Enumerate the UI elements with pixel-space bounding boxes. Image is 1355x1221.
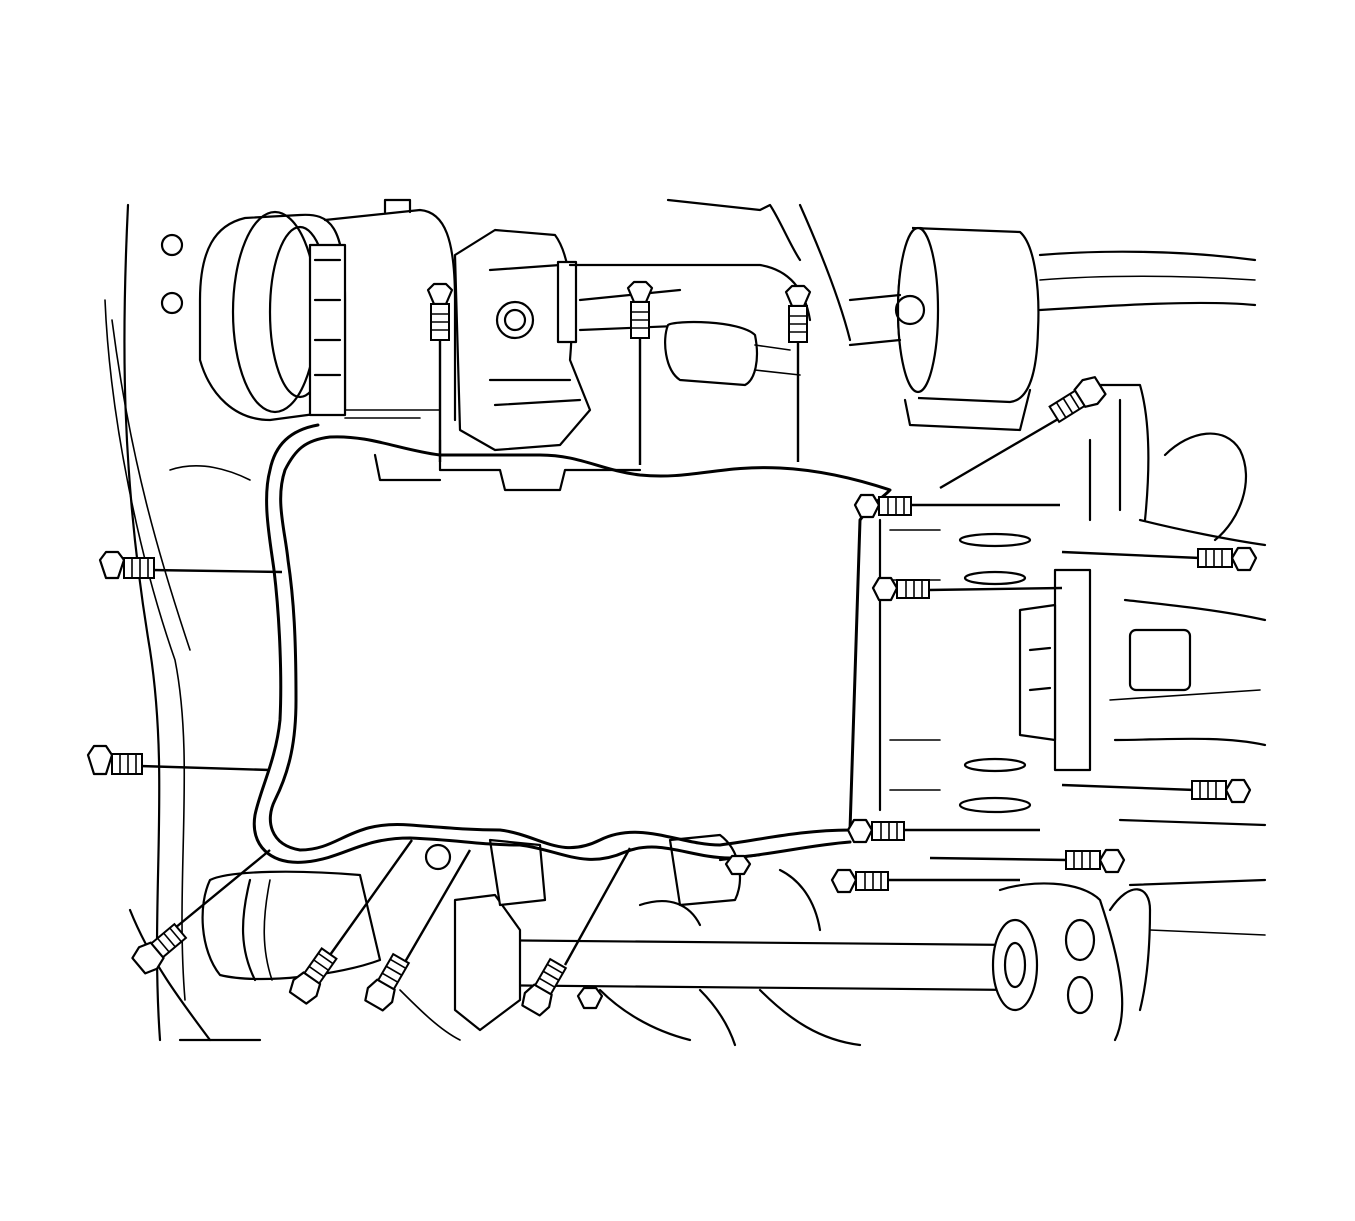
bolt-right-middle: [871, 576, 1063, 602]
bolt-left-lower: [86, 744, 271, 776]
bolt-bottom-left-3: [364, 849, 472, 1012]
bolt-right-lower: [846, 818, 1040, 844]
nut-bottom-center: [576, 854, 752, 1010]
bolt-far-right-upper: [1061, 546, 1258, 572]
bolt-bottom-left-1: [131, 849, 271, 975]
bolt-bottom-middle: [521, 847, 632, 1017]
bolt-far-right-lower: [1061, 778, 1252, 804]
bolt-top-middle: [626, 280, 654, 465]
bolt-mount-diagonal: [939, 376, 1107, 490]
bolt-right-bottom: [830, 868, 1020, 894]
bolt-right-bottom-reverse: [929, 848, 1126, 874]
background-linework: [104, 198, 1267, 1047]
bolt-right-upper: [853, 493, 1060, 519]
bolt-group: [86, 280, 1258, 1017]
bolt-bottom-left-2: [288, 839, 413, 1005]
subframe-outline: [252, 423, 892, 864]
bolt-top-right: [784, 284, 812, 462]
bolt-left-upper: [98, 550, 283, 580]
bolt-top-left: [426, 282, 454, 462]
